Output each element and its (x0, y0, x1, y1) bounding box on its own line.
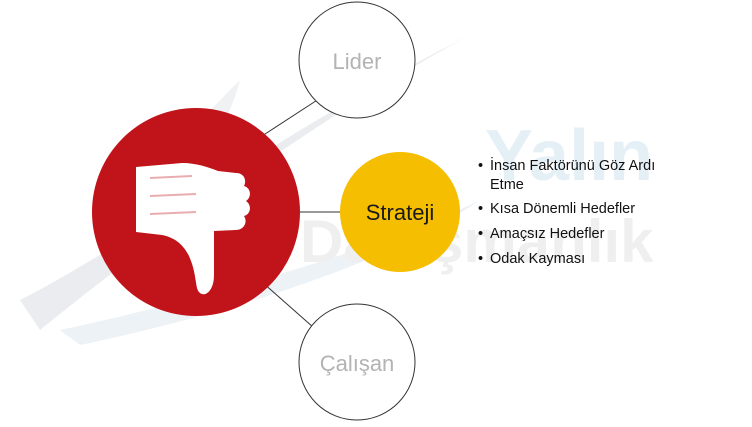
node-calisan (298, 303, 416, 421)
node-calisan-label: Çalışan (320, 351, 395, 376)
node-strateji-label: Strateji (366, 200, 434, 225)
list-item: İnsan Faktörünü Göz Ardı Etme (478, 157, 688, 195)
thumbs-down-icon (136, 163, 250, 295)
connector-top (261, 94, 326, 137)
node-lider (298, 1, 416, 119)
list-item: Amaçsız Hedefler (478, 225, 688, 244)
list-item: Kısa Dönemli Hedefler (478, 200, 688, 219)
list-item: Odak Kayması (478, 250, 688, 269)
node-strateji (340, 152, 460, 272)
strategy-issues-list: İnsan Faktörünü Göz Ardı Etme Kısa Dönem… (478, 157, 688, 275)
node-lider-label: Lider (333, 49, 382, 74)
